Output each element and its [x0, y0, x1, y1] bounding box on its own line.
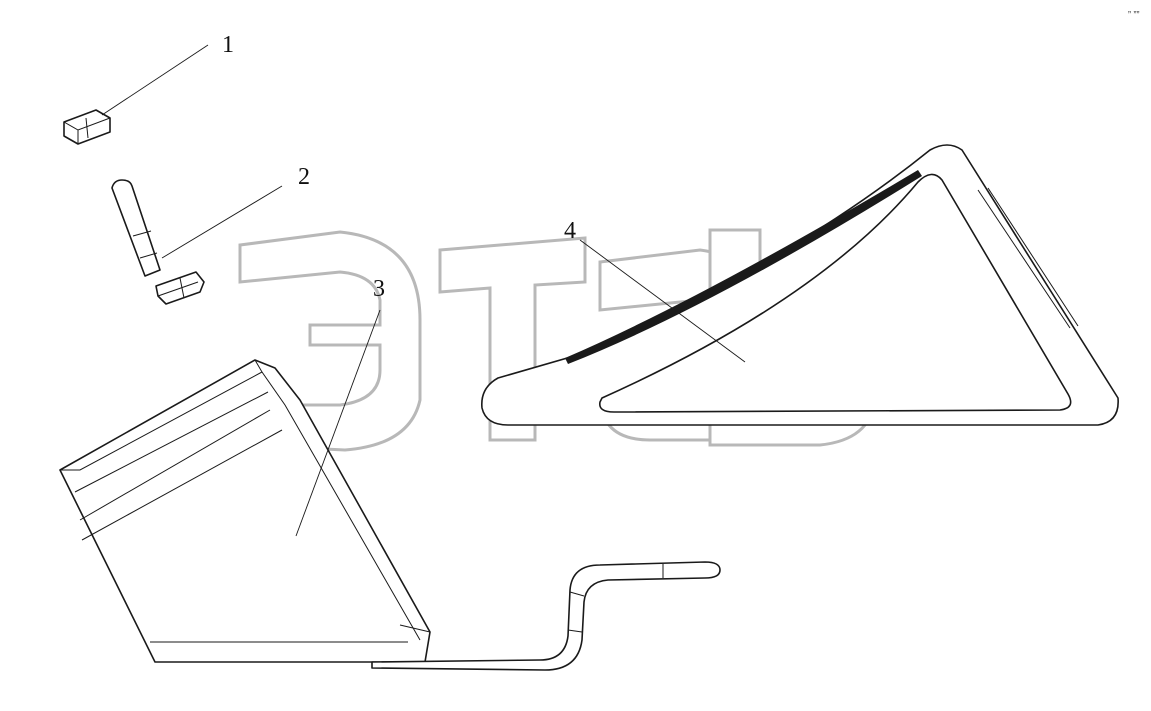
leader-line-4 [579, 239, 746, 363]
watermark-letter-2 [438, 236, 587, 442]
callout-1: 1 [222, 32, 234, 58]
leader-lines [101, 44, 746, 537]
corner-mark: „ „„ [1128, 4, 1140, 14]
callout-2: 2 [298, 164, 310, 190]
part-3-bracket [59, 359, 721, 671]
part-4-plate [481, 144, 1119, 426]
leader-line-1 [101, 44, 209, 116]
leader-line-3 [295, 309, 381, 537]
part-1-nut [63, 109, 111, 145]
callout-3: 3 [373, 276, 385, 302]
part-2-bolt [111, 179, 205, 305]
leader-line-2 [161, 185, 283, 259]
callout-4: 4 [564, 218, 576, 244]
